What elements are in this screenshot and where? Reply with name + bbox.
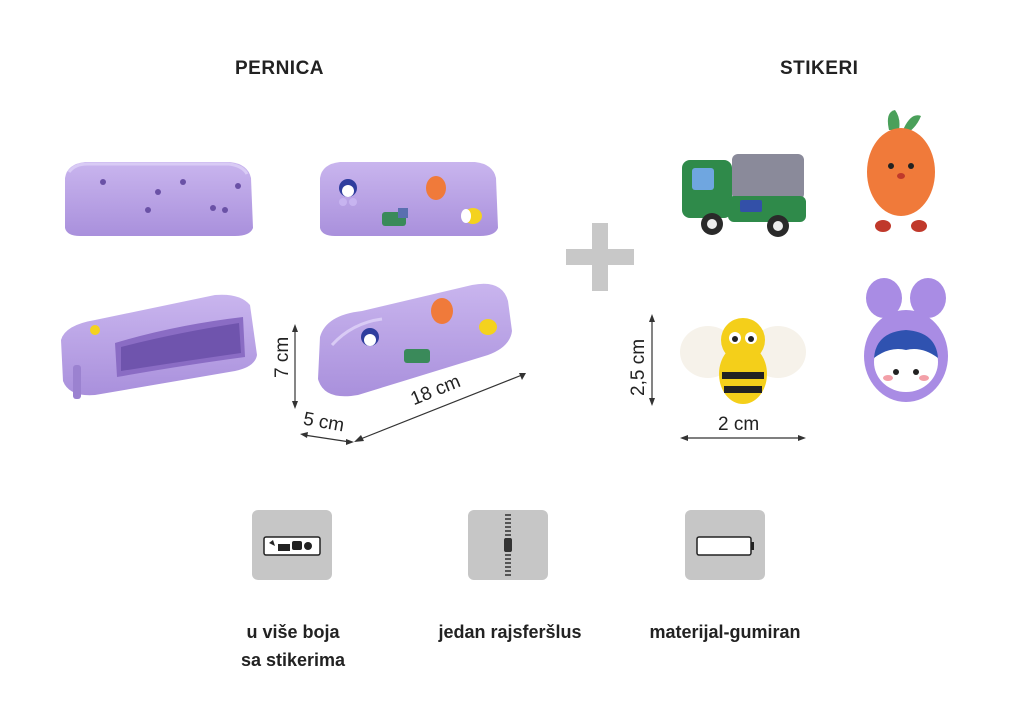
feature-caption-stickers: u više boja sa stikerima [195,618,391,674]
plus-icon [566,223,634,291]
bunny-sticker-photo [864,278,948,402]
height-label: 7 cm [272,336,293,378]
feature-caption-zipper: jedan rajsferšlus [438,622,582,642]
case-dimension-lines [292,324,526,445]
sticker-dimension-lines [649,314,806,441]
sticker-height-label: 2,5 cm [628,338,649,396]
carrot-sticker-photo [867,110,935,232]
zipper-icon [468,510,548,580]
stickers-icon [252,510,332,580]
feature-caption-line2: sa stikerima [240,650,346,670]
pencil-case-front-photo [65,162,253,236]
pencil-case-open-photo [61,294,257,399]
pernica-heading: PERNICA [235,58,325,79]
material-icon [685,510,765,580]
pencil-case-angled-photo [318,283,512,397]
feature-caption-material: materijal-gumiran [649,622,801,642]
truck-sticker-photo [682,154,806,237]
pencil-case-stickers-photo [320,162,498,236]
sticker-width-label: 2 cm [718,414,760,435]
bee-sticker-photo [680,318,806,404]
stikeri-heading: STIKERI [780,58,859,79]
feature-caption-line1: u više boja [246,622,340,642]
